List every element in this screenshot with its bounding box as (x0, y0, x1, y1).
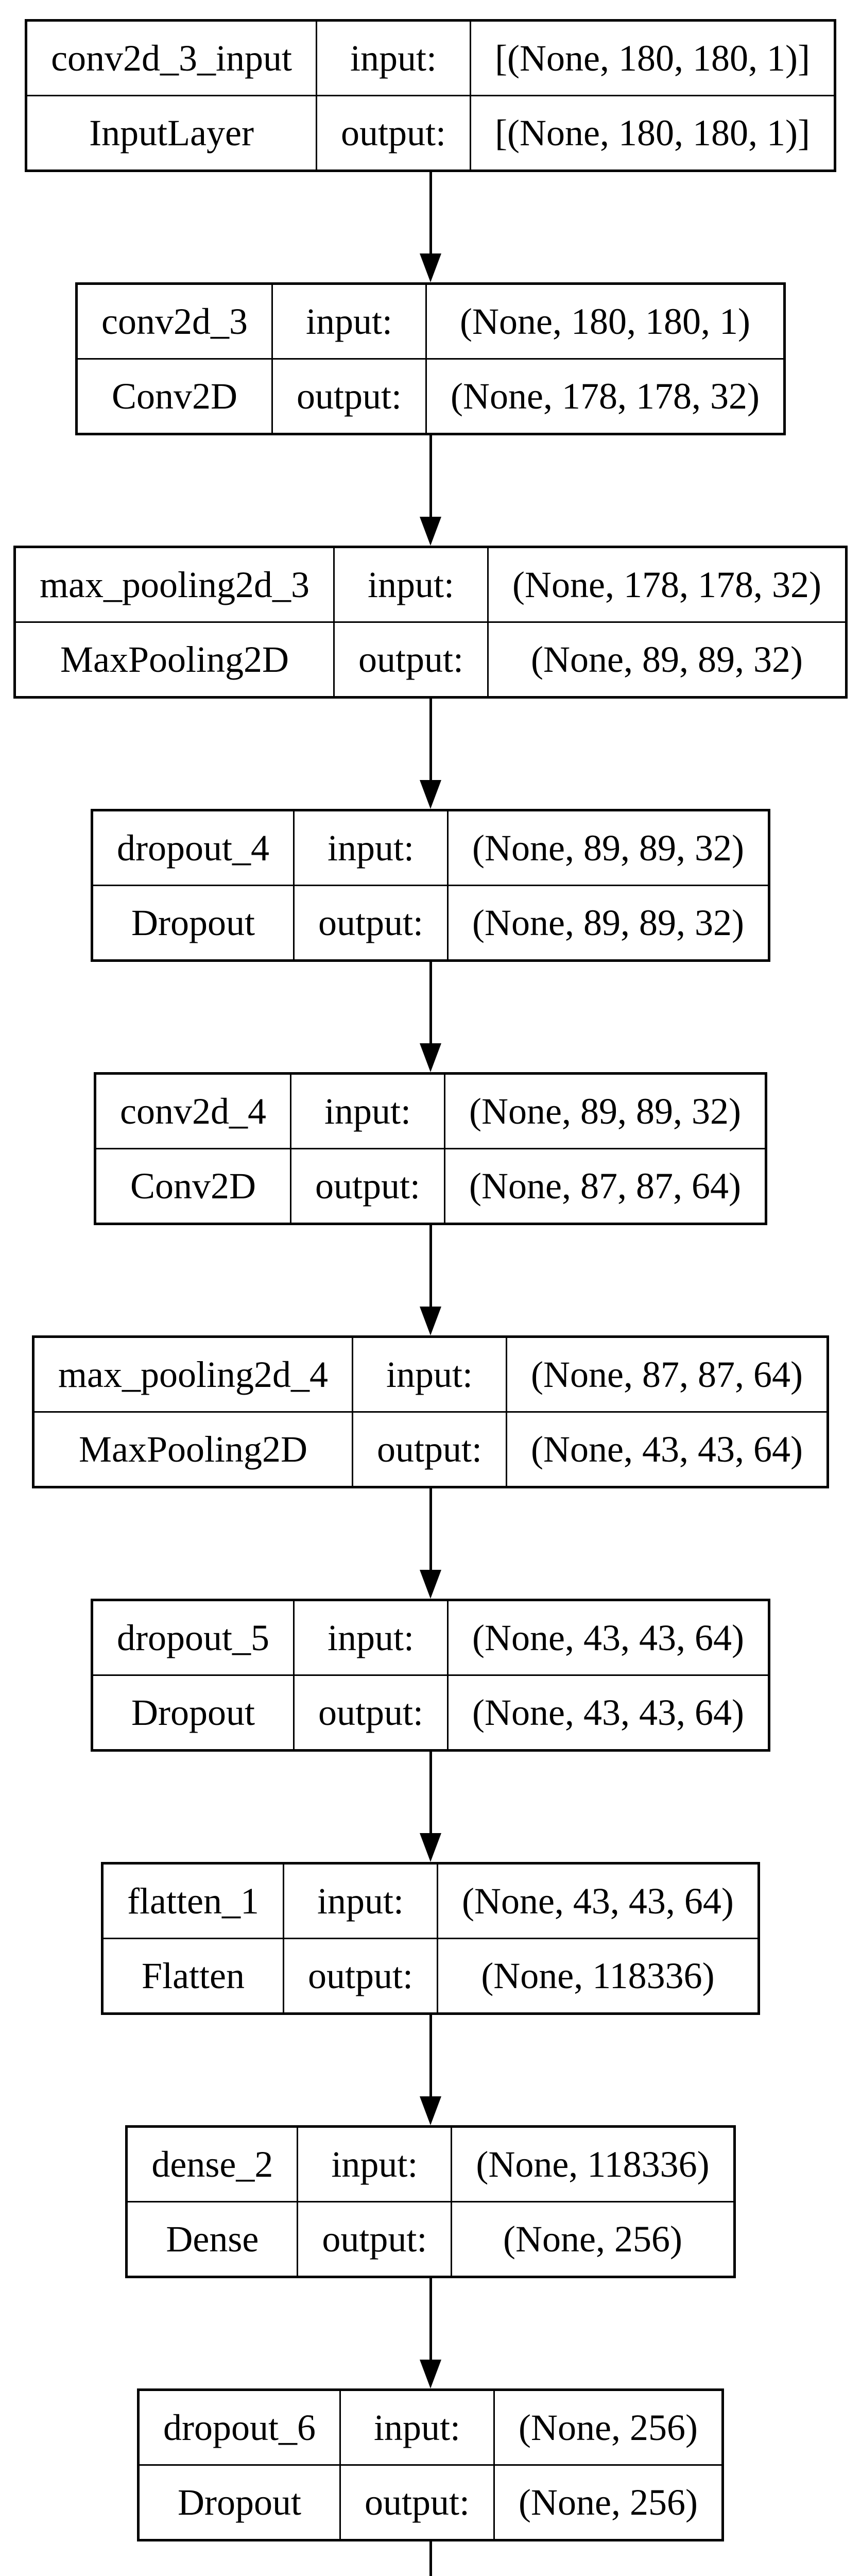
layer-class: Flatten (104, 1938, 283, 2012)
layer-name: conv2d_3 (101, 301, 248, 342)
input-shape: (None, 256) (493, 2391, 721, 2464)
arrow-shaft (429, 1752, 432, 1833)
input-shape: (None, 87, 87, 64) (506, 1338, 826, 1411)
io-label-output: output: (333, 621, 488, 696)
io-label-output: output: (271, 358, 426, 433)
output-shape: (None, 256) (451, 2201, 733, 2276)
layer-name: max_pooling2d_4 (58, 1354, 329, 1395)
arrow-head-icon (420, 1833, 441, 1862)
layer-node: flatten_1 input: (None, 43, 43, 64) Flat… (101, 1862, 760, 2015)
flow-arrow (419, 1225, 442, 1335)
input-shape: (None, 43, 43, 64) (437, 1865, 757, 1938)
io-label-output: output: (282, 1938, 437, 2012)
io-label-input: input: (316, 22, 470, 95)
io-label-input: input: (333, 548, 487, 621)
arrow-shaft (429, 1225, 432, 1307)
output-shape: (None, 178, 178, 32) (425, 358, 783, 433)
io-label-input: input: (290, 1075, 444, 1148)
arrow-shaft (429, 1488, 432, 1570)
layer-class: Conv2D (78, 358, 272, 433)
layer-node: conv2d_4 input: (None, 89, 89, 32) Conv2… (94, 1072, 767, 1225)
flow-arrow (419, 2015, 442, 2125)
flow-arrow (419, 962, 442, 1072)
io-label-input: input: (293, 1601, 447, 1674)
io-label-input: input: (271, 285, 425, 358)
output-shape: (None, 43, 43, 64) (447, 1674, 768, 1749)
layer-node: max_pooling2d_4 input: (None, 87, 87, 64… (32, 1335, 829, 1488)
layer-name: max_pooling2d_3 (40, 564, 310, 605)
flow-arrow (419, 2278, 442, 2388)
layer-name: dense_2 (151, 2144, 273, 2185)
layer-name: flatten_1 (127, 1880, 259, 1922)
layer-class: Dropout (93, 1674, 294, 1749)
arrow-head-icon (420, 253, 441, 282)
output-shape: (None, 89, 89, 32) (447, 885, 768, 959)
arrow-shaft (429, 699, 432, 780)
layer-name: dropout_5 (117, 1617, 270, 1658)
io-label-output: output: (293, 1674, 447, 1749)
output-shape: (None, 118336) (437, 1938, 757, 2012)
input-shape: (None, 118336) (451, 2128, 733, 2201)
arrow-shaft (429, 435, 432, 517)
layer-name: dropout_6 (163, 2407, 316, 2448)
arrow-shaft (429, 2015, 432, 2096)
layer-name: conv2d_3_input (51, 38, 292, 79)
io-label-input: input: (339, 2391, 493, 2464)
io-label-input: input: (293, 811, 447, 885)
output-shape: (None, 256) (493, 2464, 721, 2539)
arrow-head-icon (420, 2096, 441, 2125)
layer-class: Dense (128, 2201, 297, 2276)
flow-arrow (419, 699, 442, 809)
layer-class: Dropout (93, 885, 294, 959)
input-shape: (None, 180, 180, 1) (425, 285, 783, 358)
arrow-shaft (429, 2541, 432, 2576)
layer-node: dropout_4 input: (None, 89, 89, 32) Drop… (91, 809, 770, 962)
io-label-output: output: (297, 2201, 451, 2276)
arrow-head-icon (420, 2360, 441, 2388)
layer-node: dense_2 input: (None, 118336) Dense outp… (125, 2125, 736, 2278)
layer-class: Dropout (140, 2464, 340, 2539)
layer-name: dropout_4 (117, 827, 270, 869)
arrow-shaft (429, 962, 432, 1043)
arrow-head-icon (420, 517, 441, 546)
input-shape: (None, 89, 89, 32) (444, 1075, 765, 1148)
io-label-input: input: (282, 1865, 437, 1938)
layer-name: conv2d_4 (120, 1091, 267, 1132)
layer-class: Conv2D (96, 1148, 290, 1223)
layer-node: dropout_5 input: (None, 43, 43, 64) Drop… (91, 1599, 770, 1752)
layer-node: dropout_6 input: (None, 256) Dropout out… (137, 2388, 724, 2541)
input-shape: (None, 89, 89, 32) (447, 811, 768, 885)
io-label-output: output: (352, 1411, 506, 1486)
input-shape: (None, 43, 43, 64) (447, 1601, 768, 1674)
arrow-head-icon (420, 780, 441, 809)
flow-arrow (419, 172, 442, 282)
layer-class: MaxPooling2D (35, 1411, 352, 1486)
layer-node: max_pooling2d_3 input: (None, 178, 178, … (13, 546, 848, 699)
flow-arrow (419, 1752, 442, 1862)
io-label-input: input: (352, 1338, 506, 1411)
output-shape: (None, 43, 43, 64) (506, 1411, 826, 1486)
arrow-head-icon (420, 1307, 441, 1335)
io-label-output: output: (293, 885, 447, 959)
arrow-shaft (429, 2278, 432, 2360)
output-shape: [(None, 180, 180, 1)] (470, 95, 834, 170)
output-shape: (None, 87, 87, 64) (444, 1148, 765, 1223)
arrow-head-icon (420, 1043, 441, 1072)
layer-node: conv2d_3 input: (None, 180, 180, 1) Conv… (75, 282, 786, 435)
output-shape: (None, 89, 89, 32) (487, 621, 845, 696)
input-shape: (None, 178, 178, 32) (487, 548, 845, 621)
flow-arrow (419, 1488, 442, 1599)
flow-arrow (419, 435, 442, 546)
input-shape: [(None, 180, 180, 1)] (470, 22, 834, 95)
layer-node: conv2d_3_input input: [(None, 180, 180, … (25, 19, 836, 172)
layer-class: InputLayer (27, 95, 316, 170)
io-label-output: output: (290, 1148, 444, 1223)
flow-arrow (419, 2541, 442, 2576)
arrow-head-icon (420, 1570, 441, 1599)
arrow-shaft (429, 172, 432, 253)
io-label-input: input: (297, 2128, 451, 2201)
layer-class: MaxPooling2D (16, 621, 334, 696)
io-label-output: output: (316, 95, 470, 170)
io-label-output: output: (339, 2464, 494, 2539)
